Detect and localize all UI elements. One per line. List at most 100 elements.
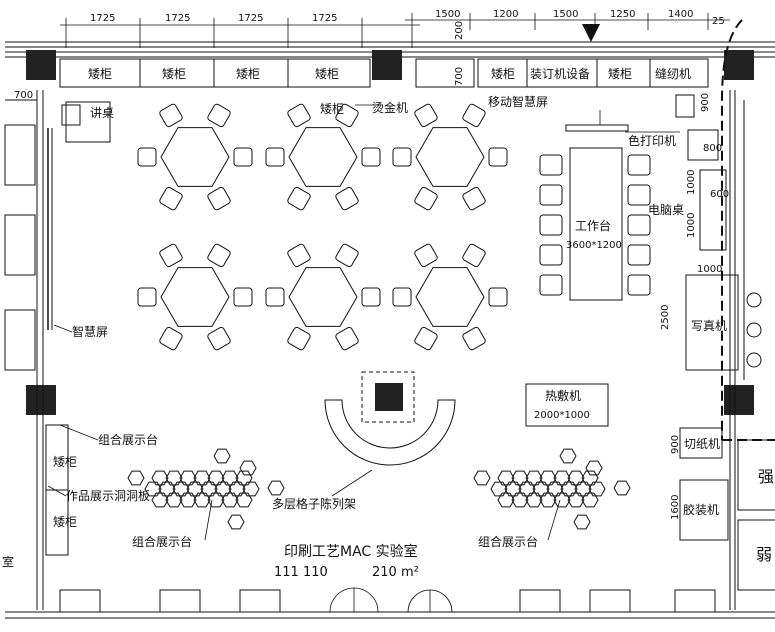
chair [207, 326, 231, 351]
chair [462, 103, 486, 128]
display-hex [613, 480, 631, 496]
chair [137, 147, 157, 167]
cabinet-label-9: 矮柜 [53, 515, 77, 529]
workbench: 工作台 3600*1200 [539, 147, 651, 301]
hex-table [415, 267, 485, 327]
chair [361, 147, 381, 167]
chair [462, 186, 486, 211]
dim-1600: 1600 [670, 495, 681, 520]
hot-stamping-label: 烫金机 [372, 100, 408, 115]
heat-press-size: 2000*1000 [534, 410, 590, 421]
chair [207, 103, 231, 128]
chair [488, 147, 508, 167]
combo-display-label-mid: 组合展示台 [132, 534, 192, 549]
cabinet-label-7: 矮柜 [320, 102, 344, 116]
dim-1000-c: 1000 [697, 264, 722, 275]
dim-top-6: 1200 [493, 9, 518, 20]
display-hex [207, 470, 225, 486]
chair [392, 147, 412, 167]
cabinet-label-5: 矮柜 [491, 67, 515, 81]
workbench-size: 3600*1200 [566, 240, 622, 251]
dim-top-4: 1725 [312, 13, 337, 24]
dim-700-mid: 700 [454, 67, 465, 86]
cabinet-label-1: 矮柜 [88, 67, 112, 81]
chair [539, 274, 563, 296]
display-hex [490, 481, 508, 497]
combo-display-label-left: 组合展示台 [98, 432, 158, 447]
dim-900-bot: 900 [670, 435, 681, 454]
dim-top-7: 1500 [553, 9, 578, 20]
display-hex [574, 481, 592, 497]
chair [159, 186, 183, 211]
structural-columns [26, 50, 754, 423]
display-hex [553, 470, 571, 486]
chair [414, 103, 438, 128]
dim-2500: 2500 [660, 305, 671, 330]
chair [265, 147, 285, 167]
display-hex [539, 492, 557, 508]
workbench-label: 工作台 [575, 218, 611, 233]
display-hex [567, 470, 585, 486]
display-hex [532, 481, 550, 497]
dim-800: 800 [703, 143, 722, 154]
dim-600: 600 [710, 189, 729, 200]
mobile-screen-label: 移动智慧屏 [488, 94, 548, 109]
display-hex [242, 481, 260, 497]
chair [539, 184, 563, 206]
display-hex [172, 481, 190, 497]
display-hex [186, 481, 204, 497]
display-hex [235, 470, 253, 486]
photo-machine-label: 写真机 [691, 319, 727, 333]
dim-top-5: 1500 [435, 9, 460, 20]
grid-rack-label: 多层格子陈列架 [272, 496, 356, 511]
sewing-machine-label: 缝纫机 [655, 66, 691, 81]
display-hex [144, 481, 162, 497]
left-lower-cabinets: 矮柜 矮柜 组合展示台 作品展示洞洞板 [45, 424, 158, 556]
heat-press: 热敷机 2000*1000 [525, 383, 609, 427]
display-hex [158, 481, 176, 497]
chair [265, 287, 285, 307]
chair [335, 326, 359, 351]
hex-display-clusters [127, 448, 631, 530]
chair [414, 243, 438, 268]
display-hex [553, 492, 571, 508]
display-hex [539, 470, 557, 486]
chair [287, 326, 311, 351]
north-arrow-icon [582, 24, 600, 42]
chair [137, 287, 157, 307]
display-hex [559, 448, 577, 464]
bottom-wall [5, 587, 775, 619]
dim-top-3: 1725 [238, 13, 263, 24]
display-hex [511, 470, 529, 486]
display-hex [165, 492, 183, 508]
chair [539, 154, 563, 176]
chair [414, 326, 438, 351]
display-hex [221, 492, 239, 508]
cabinet-label-2: 矮柜 [162, 67, 186, 81]
room-name: 印刷工艺MAC 实验室 [284, 543, 418, 560]
chair [287, 243, 311, 268]
chair [539, 244, 563, 266]
dim-1000-b: 1000 [686, 213, 697, 238]
dim-200: 200 [454, 21, 465, 40]
display-hex [179, 492, 197, 508]
chair [627, 184, 651, 206]
display-hex [511, 492, 529, 508]
display-hex [525, 470, 543, 486]
hex-table [288, 127, 358, 187]
display-hex [581, 470, 599, 486]
heat-press-label: 热敷机 [545, 388, 581, 403]
chair [159, 243, 183, 268]
left-wall: 700 室 [2, 90, 53, 610]
combo-display-label-right: 组合展示台 [478, 534, 538, 549]
chair [287, 103, 311, 128]
display-hex [267, 480, 285, 496]
display-hex [518, 481, 536, 497]
cabinet-label-6: 矮柜 [608, 67, 632, 81]
lectern: 讲桌 [61, 101, 114, 143]
dim-900-top: 900 [700, 93, 711, 112]
grid-rack: 多层格子陈列架 [272, 399, 456, 511]
cabinet-label-3: 矮柜 [236, 67, 260, 81]
display-hex [585, 460, 603, 476]
